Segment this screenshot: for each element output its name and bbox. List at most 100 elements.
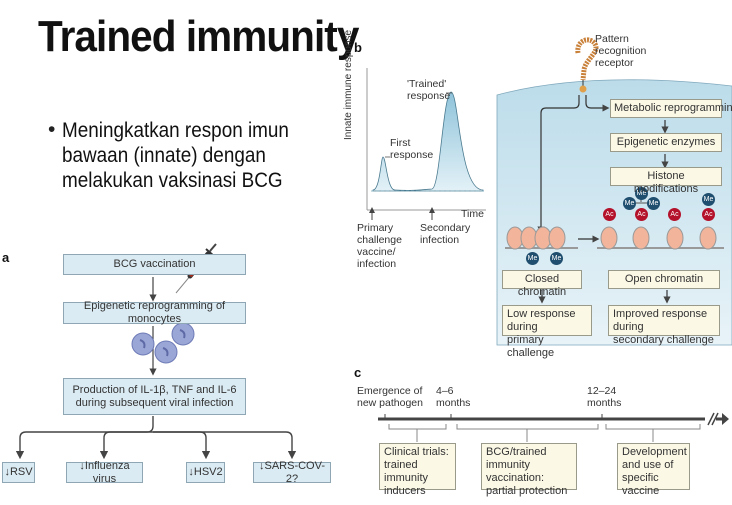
methyl-mark-open-top: Me [635, 187, 648, 200]
phase2-line2: immunity vaccination: [486, 459, 545, 484]
primary-challenge-label: Primary challenge vaccine/ infection [357, 222, 402, 270]
bullet-marker: • [48, 118, 56, 141]
bracket-phase-1 [388, 424, 447, 442]
bracket-phase-2 [456, 424, 599, 442]
open-chromatin-box: Open chromatin [608, 270, 720, 289]
methyl-mark-open-left: Me [623, 197, 636, 210]
pattern-recognition-receptor-icon [575, 37, 599, 93]
acetyl-mark-1: Ac [603, 208, 616, 221]
monocyte-cell-icon [131, 322, 195, 364]
phase3-line2: and use of [622, 459, 674, 471]
open-nucleosomes [600, 226, 717, 250]
epigenetic-enzymes-box: Epigenetic enzymes [610, 133, 722, 152]
outcome-rsv: ↓RSV [4, 466, 33, 478]
outcome-box-rsv: ↓RSV [2, 462, 35, 483]
tick-emergence-line2: new pathogen [357, 397, 423, 409]
secondary-line2: infection [420, 234, 460, 246]
branch-influenza [99, 431, 153, 460]
cytokine-production-box: Production of IL-1β, TNF and IL-6 during… [63, 378, 246, 415]
response-curve [372, 91, 484, 192]
phase1-line2: trained immunity [384, 459, 429, 484]
trained-response-line2: response [407, 90, 451, 102]
primary-line1: Primary [357, 222, 394, 234]
panel-a-label: a [2, 250, 10, 265]
primary-line4: infection [357, 258, 397, 270]
tick-4-6-line2: months [436, 397, 471, 409]
x-axis-label: Time [461, 208, 484, 220]
tick-emergence-line1: Emergence of [357, 385, 423, 397]
phase3-line3: specific vaccine [622, 472, 660, 497]
closed-nucleosomes [506, 226, 566, 250]
bcg-vaccination-label: BCG vaccination [113, 258, 196, 270]
phase1-line3: inducers [384, 485, 426, 497]
first-response-line2: response [390, 149, 434, 161]
outcome-influenza: ↓Influenza virus [79, 459, 130, 485]
receptor-line3: receptor [595, 57, 634, 69]
tick-12-24-line1: 12–24 [587, 385, 617, 397]
phase-box-bcg-vaccination: BCG/trained immunity vaccination: partia… [481, 443, 577, 497]
phase2-line1: BCG/trained [486, 446, 547, 458]
low-response-line2: primary challenge [507, 334, 555, 359]
acetyl-mark-3: Ac [668, 208, 681, 221]
branch-rsv [15, 416, 154, 460]
methyl-mark-closed-1: Me [526, 252, 539, 265]
improved-response-box: Improved response during secondary chall… [608, 305, 720, 346]
axis-break-1 [707, 412, 715, 426]
trained-response-label: 'Trained' response [407, 78, 450, 102]
acetyl-mark-4: Ac [702, 208, 715, 221]
first-response-label: First response [390, 137, 433, 161]
bracket-phase-3 [605, 424, 701, 442]
receptor-label: Pattern recognition receptor [595, 33, 646, 69]
panel-c-label: c [354, 365, 362, 380]
secondary-line1: Secondary [420, 222, 471, 234]
phase-box-clinical-trials: Clinical trials: trained immunity induce… [379, 443, 456, 497]
tick-label-emergence: Emergence of new pathogen [357, 385, 423, 409]
metabolic-reprogramming-box: Metabolic reprogramming [610, 99, 732, 118]
axis-break-2 [711, 412, 719, 426]
arrow-to-chromatin [537, 95, 580, 234]
methyl-mark-closed-2: Me [550, 252, 563, 265]
improved-response-line2: secondary challenge [613, 334, 714, 346]
branch-sars [153, 431, 297, 460]
outcome-box-hsv2: ↓HSV2 [186, 462, 225, 483]
methyl-mark-open-right: Me [647, 197, 660, 210]
timeline-arrowhead [722, 413, 729, 425]
phase1-line1: Clinical trials: [384, 446, 449, 458]
improved-response-line1: Improved response during [613, 308, 708, 333]
tick-label-12-24-months: 12–24 months [587, 385, 621, 409]
first-response-line1: First [390, 137, 411, 149]
outcome-hsv2: ↓HSV2 [188, 466, 223, 478]
low-response-box: Low response during primary challenge [502, 305, 592, 359]
panel-b-label: b [354, 40, 362, 55]
primary-line3: vaccine/ [357, 246, 396, 258]
cytokine-production-line2: during subsequent viral infection [75, 396, 234, 409]
receptor-line1: Pattern [595, 33, 629, 45]
outcome-sars-cov-2: ↓SARS-COV-2? [258, 459, 325, 485]
primary-line2: challenge [357, 234, 402, 246]
arrow-to-metabolic [585, 95, 610, 112]
epigenetic-reprogramming-box: Epigenetic reprogramming of monocytes [63, 300, 246, 325]
phase2-line3: partial protection [486, 485, 568, 497]
tick-12-24-line2: months [587, 397, 622, 409]
phase3-line1: Development [622, 446, 687, 458]
trained-response-line1: 'Trained' [407, 78, 447, 90]
bcg-vaccination-box: BCG vaccination [63, 254, 246, 275]
tick-4-6-line1: 4–6 [436, 385, 454, 397]
outcome-box-sars-cov-2: ↓SARS-COV-2? [253, 459, 331, 485]
histone-modifications-box: Histone modifications [610, 167, 722, 195]
outcome-box-influenza: ↓Influenza virus [66, 459, 143, 485]
cytokine-production-line1: Production of IL-1β, TNF and IL-6 [72, 383, 237, 396]
secondary-infection-label: Secondary infection [420, 222, 470, 246]
epigenetic-reprogramming-label: Epigenetic reprogramming of monocytes [83, 300, 226, 325]
slide-title: Trained immunity [38, 12, 359, 61]
closed-chromatin-box: Closed chromatin [502, 270, 582, 298]
methyl-mark-open-4: Me [702, 193, 715, 206]
bullet-text: Meningkatkan respon imun bawaan (innate)… [62, 119, 289, 192]
acetyl-mark-2: Ac [635, 208, 648, 221]
tick-label-4-6-months: 4–6 months [436, 385, 470, 409]
receptor-line2: recognition [595, 45, 647, 57]
phase-box-specific-vaccine: Development and use of specific vaccine [617, 443, 690, 497]
low-response-line1: Low response during [507, 308, 576, 333]
